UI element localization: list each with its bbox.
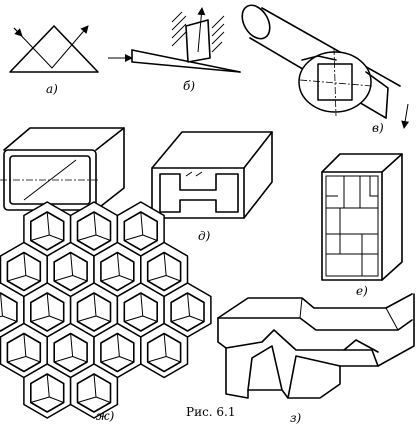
diagram-v-cylinder [241,4,410,129]
label-a: а) [46,82,58,96]
label-b: б) [183,79,195,93]
diagram-d-box [151,131,273,219]
label-zh: ж) [96,409,115,423]
diagram-zh-honeycomb [0,201,212,419]
diagram-z-stepped-body [217,293,415,399]
diagram-g-tube [0,127,125,211]
label-d: д) [198,229,211,243]
diagram-b-wedge [108,7,241,73]
label-z: з) [290,411,302,425]
label-e: е) [356,284,368,298]
diagram-a-prism [9,25,99,73]
diagram-e-cabinet [321,153,403,281]
figure-caption: Рис. 6.1 [186,405,236,419]
label-v: в) [372,121,384,135]
